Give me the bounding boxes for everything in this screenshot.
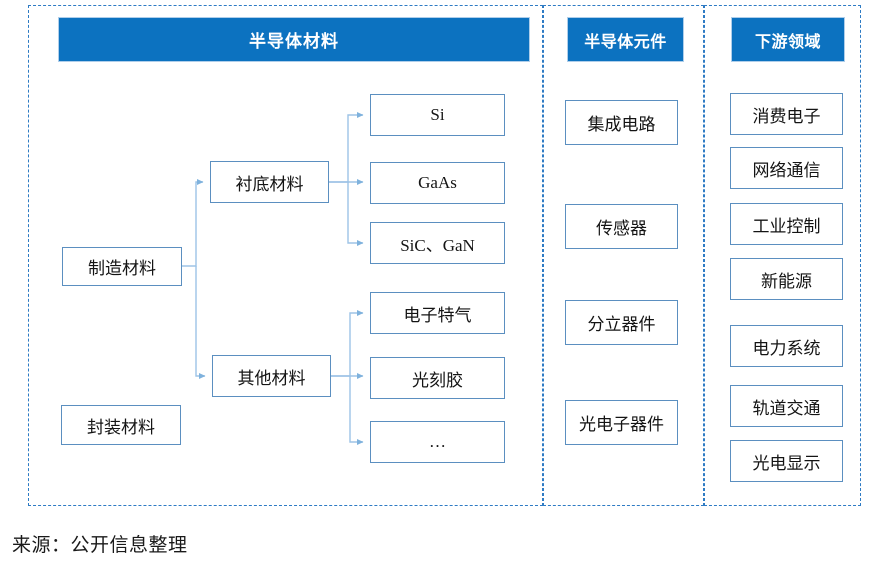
panel-downstream-fields (704, 5, 861, 506)
node-rail-transit[interactable]: 轨道交通 (730, 385, 843, 427)
node-electronic-specialty-gases[interactable]: 电子特气 (370, 292, 505, 334)
node-ellipsis[interactable]: … (370, 421, 505, 463)
node-consumer-electronics[interactable]: 消费电子 (730, 93, 843, 135)
node-network-communication[interactable]: 网络通信 (730, 147, 843, 189)
node-optoelectronic-device[interactable]: 光电子器件 (565, 400, 678, 445)
node-optoelectronic-display[interactable]: 光电显示 (730, 440, 843, 482)
header-semiconductor-materials: 半导体材料 (58, 17, 530, 62)
node-substrate-materials[interactable]: 衬底材料 (210, 161, 329, 203)
node-new-energy[interactable]: 新能源 (730, 258, 843, 300)
node-packaging-materials[interactable]: 封装材料 (61, 405, 181, 445)
panel-semiconductor-materials (28, 5, 543, 506)
node-integrated-circuit[interactable]: 集成电路 (565, 100, 678, 145)
node-sensor[interactable]: 传感器 (565, 204, 678, 249)
source-caption: 来源：公开信息整理 (12, 534, 188, 556)
node-gaas[interactable]: GaAs (370, 162, 505, 204)
node-other-materials[interactable]: 其他材料 (212, 355, 331, 397)
header-semiconductor-devices: 半导体元件 (567, 17, 684, 62)
node-si[interactable]: Si (370, 94, 505, 136)
node-manufacturing-materials[interactable]: 制造材料 (62, 247, 182, 286)
panel-semiconductor-devices (543, 5, 704, 506)
node-industrial-control[interactable]: 工业控制 (730, 203, 843, 245)
header-downstream-fields: 下游领域 (731, 17, 845, 62)
node-photoresist[interactable]: 光刻胶 (370, 357, 505, 399)
node-discrete-device[interactable]: 分立器件 (565, 300, 678, 345)
node-sic-gan[interactable]: SiC、GaN (370, 222, 505, 264)
node-power-system[interactable]: 电力系统 (730, 325, 843, 367)
